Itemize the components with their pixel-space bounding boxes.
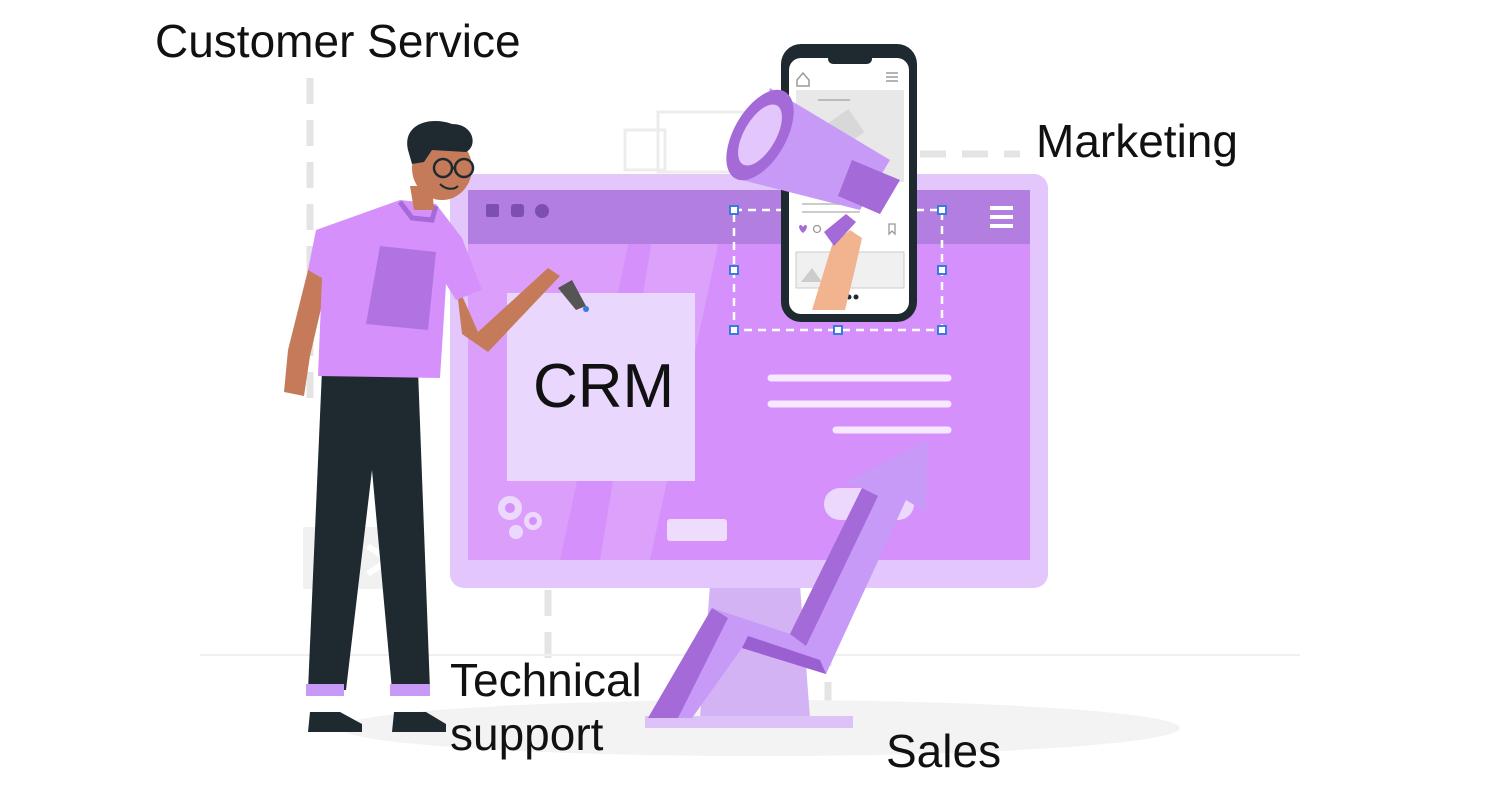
heart-icon bbox=[799, 224, 807, 233]
megaphone-icon bbox=[726, 88, 900, 214]
sales-label: Sales bbox=[886, 725, 1002, 777]
shoe-right bbox=[392, 712, 446, 732]
window-dot-3 bbox=[535, 204, 549, 218]
shirt-pocket bbox=[366, 246, 436, 330]
arm-left bbox=[284, 254, 330, 396]
hand bbox=[812, 214, 862, 310]
glasses-icon bbox=[432, 157, 475, 179]
pen-tool-icon bbox=[558, 280, 589, 312]
technical-support-label: Technical support bbox=[450, 654, 642, 761]
home-icon bbox=[796, 71, 810, 87]
browser-toolbar bbox=[468, 190, 1030, 244]
person bbox=[284, 121, 589, 732]
monitor-base bbox=[645, 716, 853, 728]
hair bbox=[407, 121, 473, 164]
menu-icon bbox=[990, 206, 1013, 228]
phone-menu-icon bbox=[886, 72, 898, 82]
crm-card bbox=[507, 293, 695, 481]
bookmark-icon bbox=[888, 223, 896, 236]
window-dot-2 bbox=[511, 204, 524, 217]
screen-text-lines bbox=[767, 374, 952, 434]
marketing-label: Marketing bbox=[1036, 115, 1238, 167]
screen-button bbox=[667, 519, 727, 541]
arm-right bbox=[456, 268, 560, 352]
shoe-left bbox=[308, 712, 362, 732]
crm-title: CRM bbox=[533, 352, 675, 421]
window-dot-1 bbox=[486, 204, 499, 217]
person-legs bbox=[308, 370, 430, 690]
growth-arrow bbox=[648, 440, 928, 718]
customer-service-label: Customer Service bbox=[155, 15, 521, 67]
